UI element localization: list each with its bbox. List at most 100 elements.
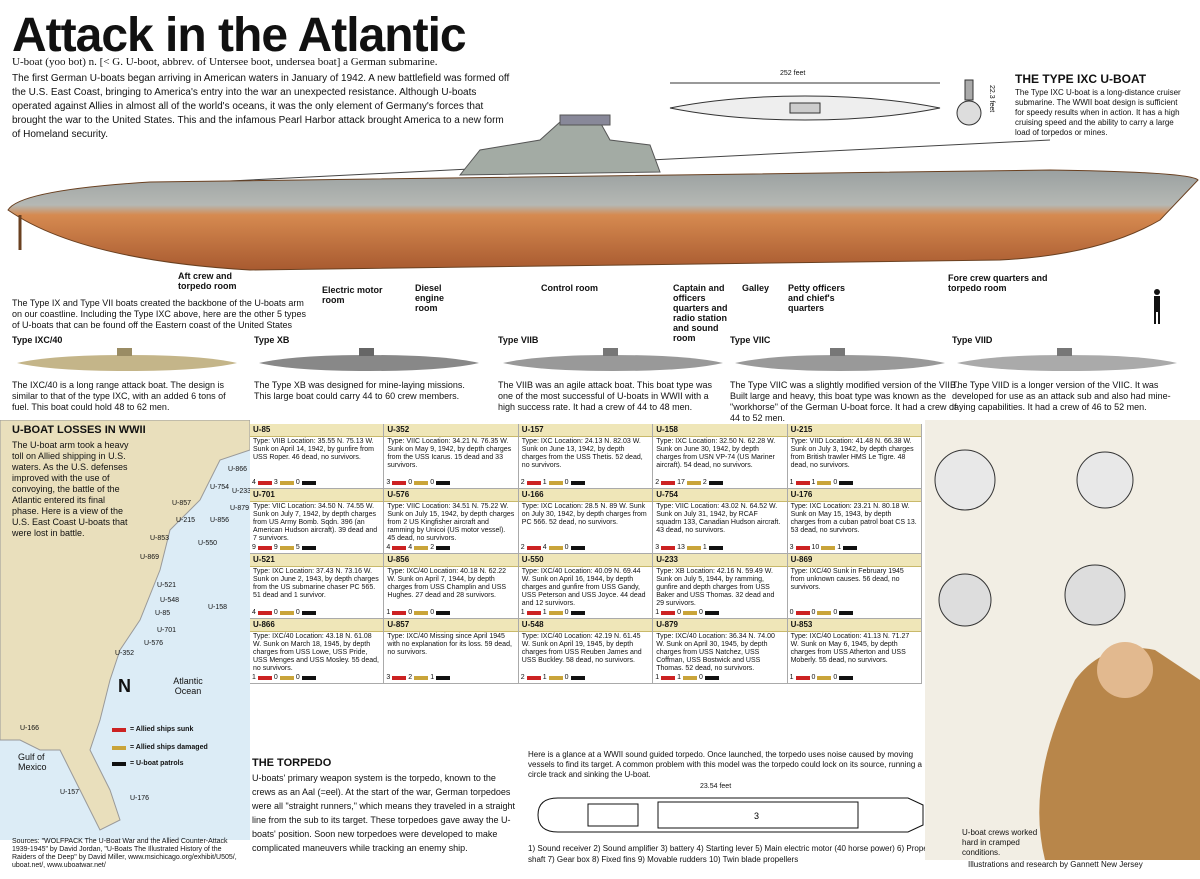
- ship-sunk-icon: [526, 546, 541, 550]
- uboat-patrol-icon: [570, 481, 585, 485]
- ship-sunk-icon: [526, 611, 541, 615]
- patrol-count: 0: [564, 544, 569, 551]
- map-label: U-869: [140, 554, 160, 561]
- type-viic: Type VIIC The Type VIIC was a slightly m…: [730, 335, 960, 424]
- boat-details: Type: IXC Location: 37.43 N. 73.16 W. Su…: [253, 568, 379, 599]
- sunk-count: 1: [789, 479, 794, 486]
- type-viib: Type VIIB The VIIB was an agile attack b…: [498, 335, 728, 413]
- boat-id: U-352: [384, 424, 518, 437]
- boat-details: Type: IXC Location: 24.13 N. 82.03 W. Su…: [521, 438, 643, 469]
- label-fore-crew: Fore crew quarters and torpedo room: [948, 273, 1048, 293]
- ship-damaged-icon: [817, 611, 832, 615]
- boat-id: U-866: [250, 619, 384, 632]
- map-label: U-866: [228, 466, 248, 473]
- ship-damaged-icon: [279, 611, 294, 615]
- sunk-count: 1: [252, 674, 256, 681]
- patrol-count: 2: [430, 544, 435, 551]
- map-label: U-233: [232, 488, 252, 495]
- patrol-count: 5: [295, 544, 300, 551]
- north-arrow-icon: N: [118, 676, 131, 696]
- uboat-patrol-icon: [436, 676, 451, 680]
- damaged-count: 3: [273, 479, 278, 486]
- damaged-count: 1: [811, 479, 816, 486]
- type-desc: The Type VIIC was a slightly modified ve…: [730, 380, 959, 423]
- map-label: U-176: [130, 795, 150, 802]
- sunk-count: 2: [520, 479, 525, 486]
- ship-sunk-icon: [661, 676, 676, 680]
- sunk-count: 4: [252, 479, 256, 486]
- ship-damaged-icon: [817, 676, 832, 680]
- sunk-count: 2: [520, 544, 525, 551]
- submarine-icon: [735, 348, 945, 371]
- ship-sunk-icon: [661, 546, 676, 550]
- sunk-count: 1: [789, 674, 794, 681]
- patrol-count: 0: [833, 609, 838, 616]
- ixc-length: 252 feet: [780, 70, 806, 77]
- sunk-count: 1: [655, 609, 660, 616]
- sunk-count: 2: [655, 479, 660, 486]
- patrol-count: 1: [430, 674, 435, 681]
- types-row: Type IXC/40 The IXC/40 is a long range a…: [12, 335, 1192, 423]
- sunk-count: 0: [789, 609, 794, 616]
- person-scale-icon: [1154, 289, 1160, 324]
- boat-id: U-701: [250, 489, 384, 502]
- type-ixc40: Type IXC/40 The IXC/40 is a long range a…: [12, 335, 242, 413]
- torpedo-length: 23.54 feet: [700, 783, 732, 790]
- legend-patrols-label: = U-boat patrols: [130, 760, 184, 767]
- map-label: U-576: [144, 640, 164, 647]
- ship-sunk-icon: [795, 481, 810, 485]
- uboat-patrol-icon: [708, 546, 723, 550]
- damaged-count: 0: [811, 609, 816, 616]
- ixc-front-view: [956, 79, 982, 126]
- boat-id: U-754: [653, 489, 787, 502]
- map-label: U-853: [150, 535, 170, 542]
- crew-note: U-boat crews worked hard in cramped cond…: [962, 828, 1038, 857]
- map-label: U-166: [20, 725, 40, 732]
- uboat-patrol-icon: [843, 546, 858, 550]
- uboat-patrol-icon: [708, 481, 723, 485]
- map-label: U-754: [210, 484, 230, 491]
- east-coast-map: [0, 420, 250, 840]
- submarine-icon: [503, 348, 723, 371]
- boat-id: U-856: [384, 554, 518, 567]
- boat-id: U-215: [787, 424, 921, 437]
- uboat-patrol-icon: [570, 611, 585, 615]
- boat-id: U-521: [250, 554, 384, 567]
- uboat-side-illustration: [7, 114, 1199, 271]
- map-label: U-85: [155, 610, 171, 617]
- boat-id: U-576: [384, 489, 518, 502]
- type-desc: The IXC/40 is a long range attack boat. …: [12, 380, 226, 412]
- uboat-patrol-icon: [704, 611, 719, 615]
- damaged-count: 13: [677, 544, 685, 551]
- map-label: U-157: [60, 789, 80, 796]
- ship-sunk-icon: [392, 546, 407, 550]
- sunk-count: 3: [655, 544, 660, 551]
- ship-sunk-icon: [257, 481, 272, 485]
- map-label: U-548: [160, 597, 180, 604]
- boat-id: U-166: [518, 489, 653, 502]
- ixc-height: 22.3 feet: [988, 85, 995, 113]
- ship-damaged-icon: [683, 676, 697, 680]
- sunk-count: 9: [252, 544, 256, 551]
- torpedo-diagram: 3: [537, 797, 924, 833]
- patrol-count: 1: [837, 544, 842, 551]
- sunk-count: 2: [520, 674, 525, 681]
- uboat-patrol-icon: [301, 481, 316, 485]
- map-label: U-550: [198, 540, 218, 547]
- uboat-patrol-icon: [570, 546, 585, 550]
- patrol-count: 0: [564, 674, 569, 681]
